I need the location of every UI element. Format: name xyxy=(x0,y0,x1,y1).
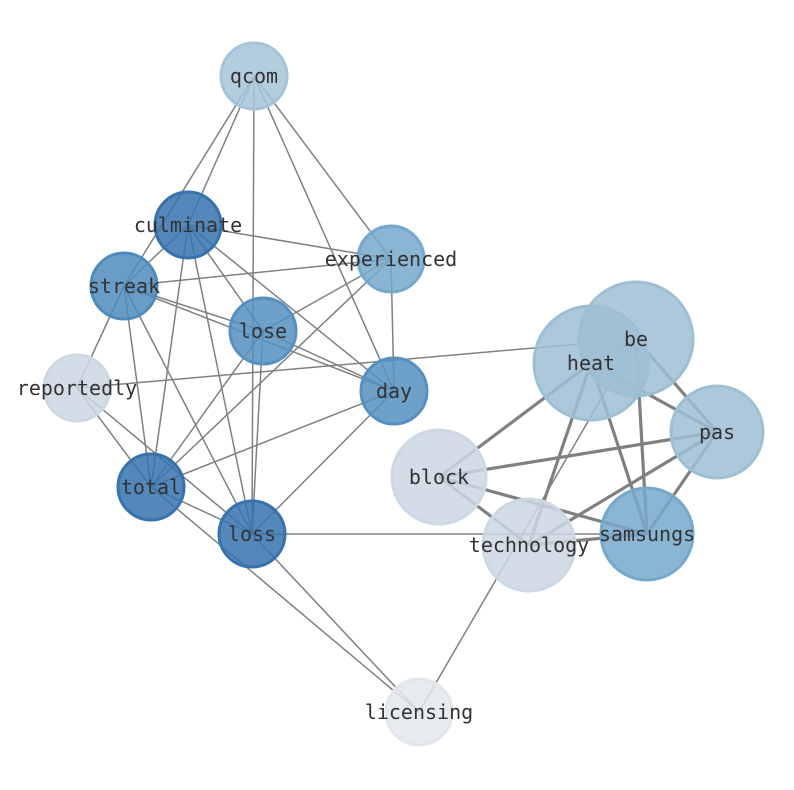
node-label-experienced: experienced xyxy=(325,247,457,271)
node-technology[interactable] xyxy=(481,497,577,593)
node-label-samsungs: samsungs xyxy=(599,522,695,546)
edge-experienced-total xyxy=(150,258,392,488)
node-label-technology: technology xyxy=(469,533,589,557)
edge-streak-loss xyxy=(123,285,253,535)
node-label-qcom: qcom xyxy=(230,64,278,88)
node-label-be: be xyxy=(624,327,648,351)
node-qcom[interactable] xyxy=(219,41,289,111)
edge-culminate-total xyxy=(150,224,189,488)
node-experienced[interactable] xyxy=(356,224,426,294)
node-label-pas: pas xyxy=(699,420,735,444)
node-block[interactable] xyxy=(390,428,488,526)
node-label-licensing: licensing xyxy=(365,700,473,724)
edge-experienced-streak xyxy=(123,258,392,287)
edge-total-licensing xyxy=(150,486,420,713)
node-day[interactable] xyxy=(359,356,429,426)
node-samsungs[interactable] xyxy=(599,486,695,582)
node-culminate[interactable] xyxy=(153,190,223,260)
edge-qcom-day xyxy=(253,75,395,392)
nodes-layer xyxy=(42,41,765,747)
labels-layer: qcom culminate experienced streak lose report… xyxy=(17,64,735,724)
node-reportedly[interactable] xyxy=(42,353,112,423)
edge-loss-licensing xyxy=(251,533,420,713)
node-loss[interactable] xyxy=(217,499,287,569)
node-total[interactable] xyxy=(116,452,186,522)
node-streak[interactable] xyxy=(89,251,159,321)
node-label-total: total xyxy=(121,475,181,499)
edge-day-total xyxy=(150,390,395,488)
node-label-reportedly: reportedly xyxy=(17,376,137,400)
node-label-lose: lose xyxy=(239,319,287,343)
node-licensing[interactable] xyxy=(384,677,454,747)
node-label-day: day xyxy=(376,379,412,403)
edge-qcom-experienced xyxy=(253,75,392,260)
node-label-block: block xyxy=(409,465,469,489)
node-pas[interactable] xyxy=(669,384,765,480)
node-label-streak: streak xyxy=(88,274,160,298)
edge-culminate-loss xyxy=(187,224,253,535)
node-label-heat: heat xyxy=(567,351,615,375)
node-lose[interactable] xyxy=(228,296,298,366)
edge-qcom-streak xyxy=(123,75,255,287)
node-label-culminate: culminate xyxy=(134,213,242,237)
node-label-loss: loss xyxy=(228,522,276,546)
node-be[interactable] xyxy=(577,280,695,398)
